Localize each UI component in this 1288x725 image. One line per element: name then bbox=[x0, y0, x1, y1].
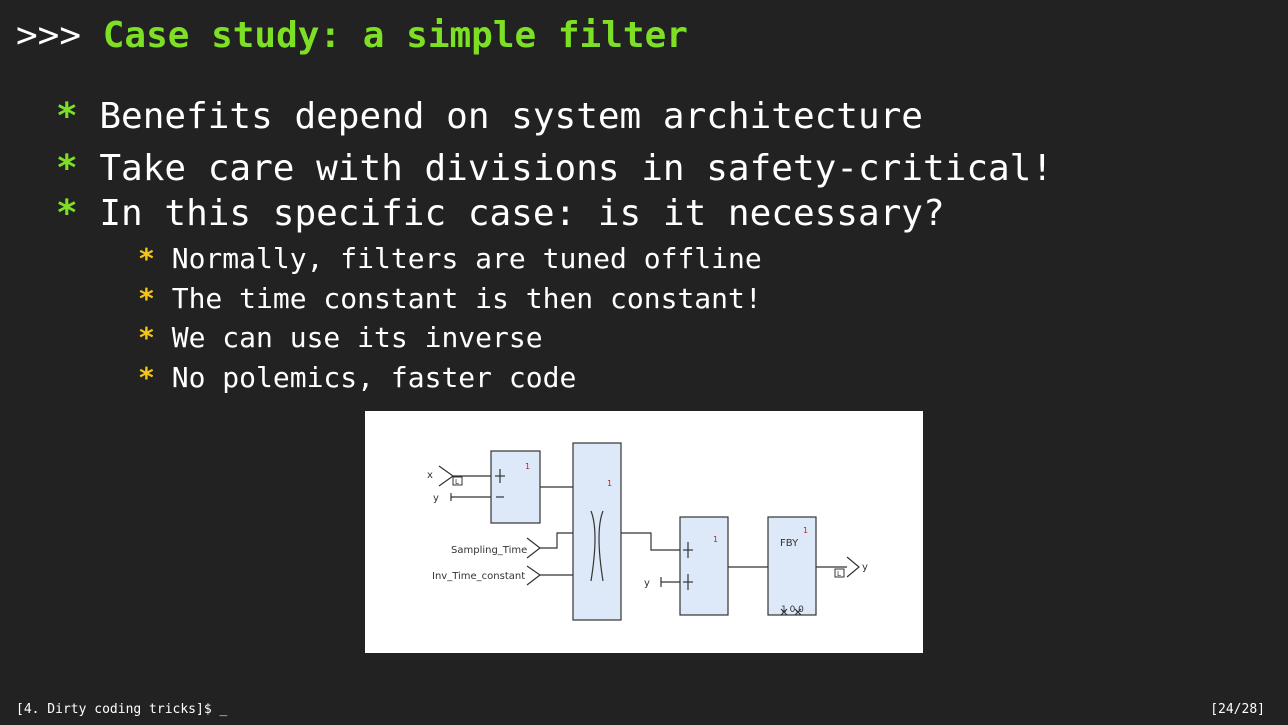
sub-bullet-star-icon: * bbox=[138, 321, 155, 354]
bullet-text: Benefits depend on system architecture bbox=[99, 96, 923, 137]
local-tag-icon bbox=[452, 476, 463, 486]
bullet-text: Take care with divisions in safety-criti… bbox=[99, 148, 1054, 189]
sub-bullet-text: We can use its inverse bbox=[171, 321, 543, 354]
wire bbox=[540, 532, 573, 549]
block-index: 1 bbox=[713, 535, 718, 544]
sum-block-2 bbox=[679, 516, 729, 616]
sub-bullet-text: No polemics, faster code bbox=[171, 361, 577, 394]
bullet-text: In this specific case: is it necessary? bbox=[99, 193, 945, 234]
input-label-y2: y bbox=[644, 578, 650, 589]
product-block bbox=[572, 442, 622, 621]
slide-title: >>> Case study: a simple filter bbox=[16, 14, 688, 58]
local-tag-icon bbox=[834, 568, 845, 578]
input-label-inv-time-constant: Inv_Time_constant bbox=[432, 571, 525, 582]
input-port-x-icon bbox=[438, 465, 455, 487]
bullet-item: * Take care with divisions in safety-cri… bbox=[56, 148, 1053, 190]
sub-bullet-star-icon: * bbox=[138, 361, 155, 394]
sub-bullet-text: Normally, filters are tuned offline bbox=[171, 242, 762, 275]
title-prompt: >>> bbox=[16, 15, 82, 56]
block-index: 1 bbox=[525, 462, 530, 471]
fby-init-label: 1 0.0 bbox=[781, 605, 804, 615]
input-label-y: y bbox=[433, 493, 439, 504]
local-tag-label: L bbox=[455, 478, 459, 486]
sub-bullet-item: * Normally, filters are tuned offline bbox=[138, 242, 762, 276]
block-index: 1 bbox=[607, 479, 612, 488]
filter-diagram-svg: L L x y Sampling_Time Inv_Time_constant … bbox=[427, 442, 868, 621]
output-port-y-icon bbox=[846, 556, 860, 578]
bullet-star-icon: * bbox=[56, 96, 78, 137]
sub-bullet-star-icon: * bbox=[138, 242, 155, 275]
input-label-sampling-time: Sampling_Time bbox=[451, 545, 527, 556]
block-index: 1 bbox=[803, 526, 808, 535]
local-tag-label: L bbox=[837, 570, 841, 578]
sub-bullet-item: * We can use its inverse bbox=[138, 321, 543, 355]
wire bbox=[621, 532, 680, 551]
filter-diagram: L L x y Sampling_Time Inv_Time_constant … bbox=[365, 411, 923, 653]
slide-counter: [24/28] bbox=[1210, 702, 1265, 717]
input-port-sampling-icon bbox=[526, 537, 541, 559]
sub-bullet-item: * No polemics, faster code bbox=[138, 361, 576, 395]
terminal-prompt: [4. Dirty coding tricks]$ _ bbox=[16, 702, 228, 717]
title-text: Case study: a simple filter bbox=[102, 15, 688, 56]
fby-block bbox=[767, 516, 817, 616]
init-marker-icon bbox=[780, 608, 802, 616]
bullet-star-icon: * bbox=[56, 193, 78, 234]
fby-label: FBY bbox=[780, 538, 799, 549]
bullet-item: * Benefits depend on system architecture bbox=[56, 96, 923, 138]
multiply-sign-icon bbox=[590, 510, 604, 582]
input-port-inv-icon bbox=[526, 565, 542, 586]
sub-bullet-item: * The time constant is then constant! bbox=[138, 282, 762, 316]
bullet-item: * In this specific case: is it necessary… bbox=[56, 193, 945, 235]
output-label-y: y bbox=[862, 562, 868, 573]
sub-bullet-text: The time constant is then constant! bbox=[171, 282, 762, 315]
bullet-star-icon: * bbox=[56, 148, 78, 189]
sum-block bbox=[490, 450, 541, 524]
input-label-x: x bbox=[427, 470, 433, 481]
sub-bullet-star-icon: * bbox=[138, 282, 155, 315]
